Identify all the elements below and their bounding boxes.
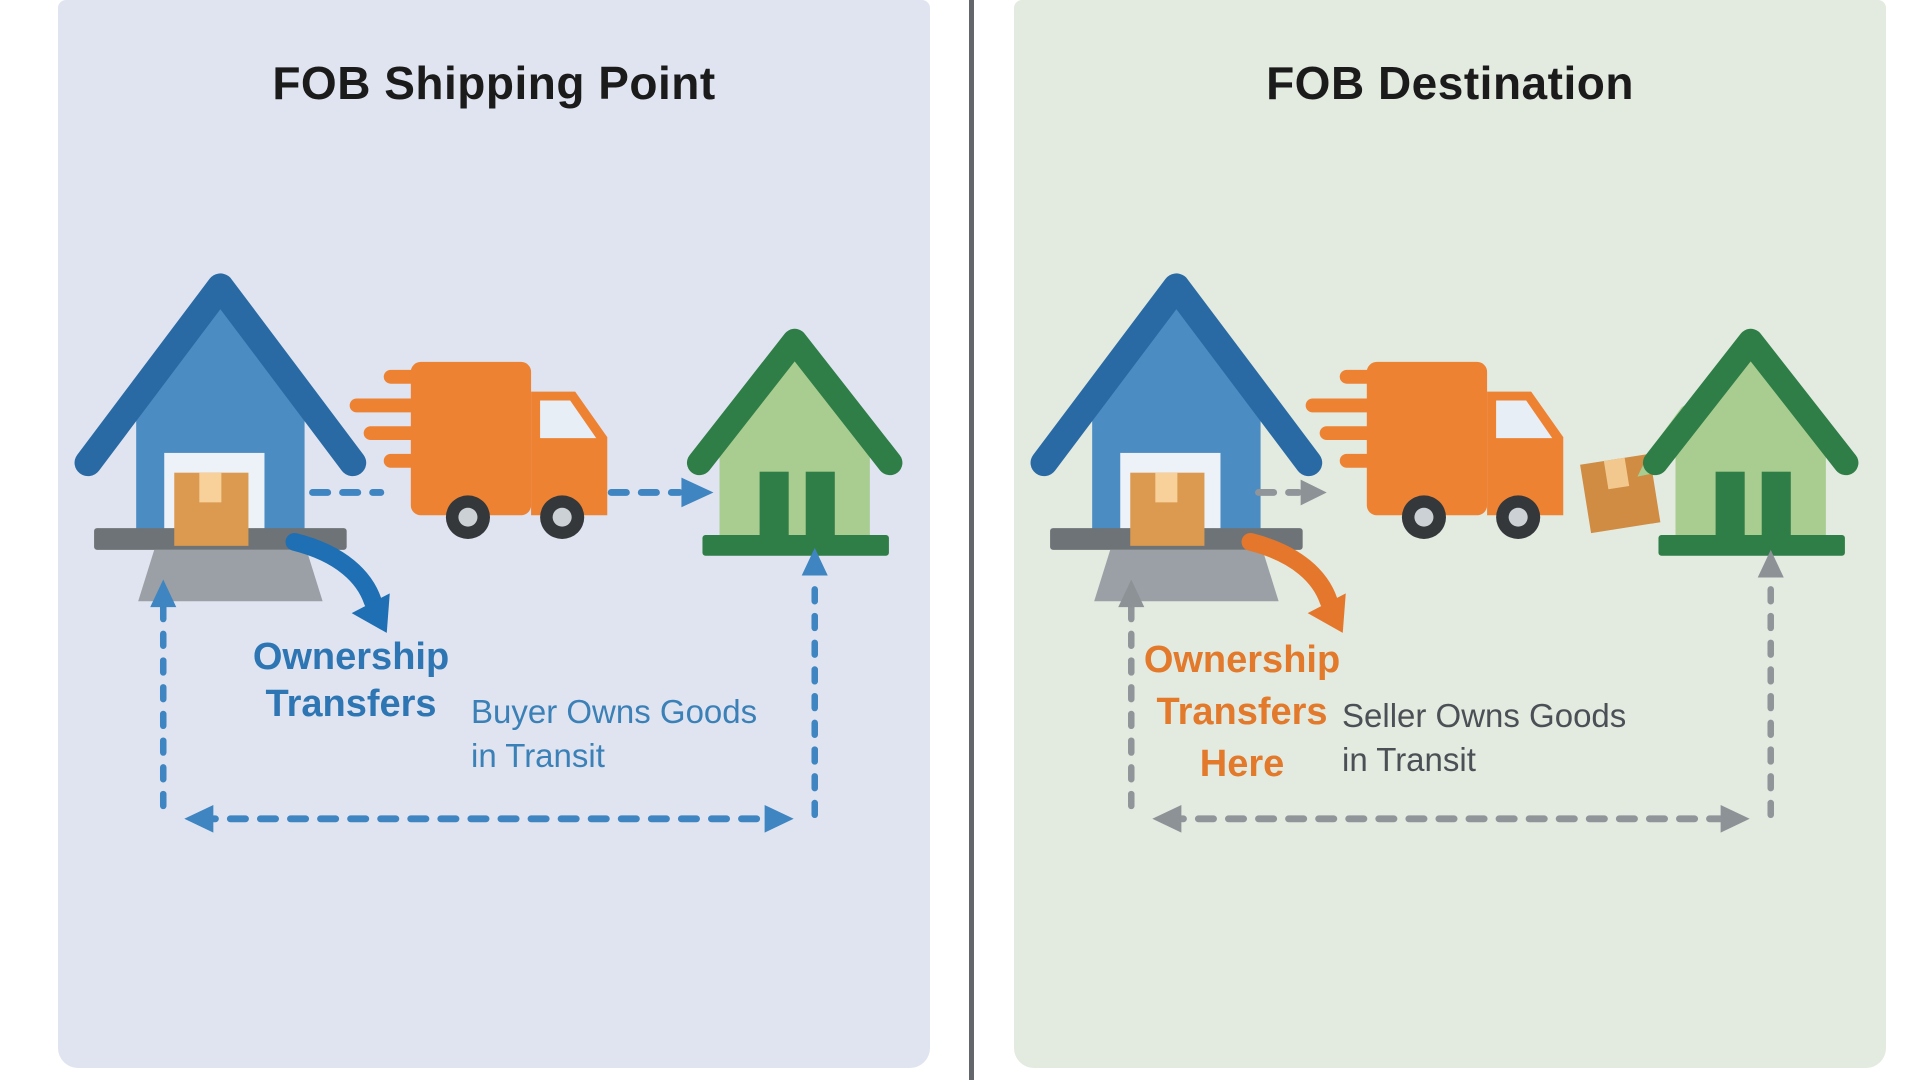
route-arrowhead [1300, 479, 1327, 506]
panel-title-destination: FOB Destination [1266, 57, 1634, 109]
ownership-span-dashes [1118, 549, 1784, 833]
destination-house-icon [1642, 328, 1859, 556]
ownership-line: Here [1199, 743, 1285, 785]
transit-route-dashes [309, 477, 714, 508]
shipping-point-scene [74, 273, 903, 833]
transit-line: in Transit [1342, 741, 1476, 778]
fob-destination-panel: FOB Destination [1014, 0, 1886, 1068]
ownership-transfer-arrow [1241, 533, 1346, 633]
transit-line: in Transit [471, 737, 605, 774]
panel-divider-line [969, 0, 974, 1080]
warehouse-icon [1030, 273, 1323, 602]
ownership-transfer-arrow [285, 533, 390, 633]
warehouse-icon [74, 273, 367, 602]
package-icon [174, 472, 249, 546]
route-arrowhead [681, 477, 714, 508]
package-icon [1130, 472, 1205, 546]
transit-route-dashes [1255, 479, 1327, 506]
destination-house-icon [686, 328, 903, 556]
transit-line: Seller Owns Goods [1342, 697, 1627, 734]
ownership-span-dashes [150, 547, 828, 833]
ownership-line: Transfers [265, 683, 437, 725]
transit-line: Buyer Owns Goods [471, 693, 758, 730]
fob-shipping-point-panel: FOB Shipping Point [58, 0, 930, 1068]
ownership-transfers-here-label: Ownership Transfers Here [1126, 634, 1358, 790]
ownership-line: Ownership [252, 636, 450, 678]
ownership-line: Transfers [1156, 691, 1328, 733]
delivery-truck-icon [1305, 361, 1564, 539]
seller-owns-goods-label: Seller Owns Goods in Transit [1342, 694, 1626, 782]
ownership-line: Ownership [1143, 639, 1341, 681]
delivery-truck-icon [349, 361, 608, 539]
destination-scene [1030, 273, 1859, 833]
buyer-owns-goods-label: Buyer Owns Goods in Transit [471, 690, 757, 778]
ownership-transfers-label: Ownership Transfers [238, 634, 464, 728]
panel-title-shipping-point: FOB Shipping Point [272, 57, 716, 109]
